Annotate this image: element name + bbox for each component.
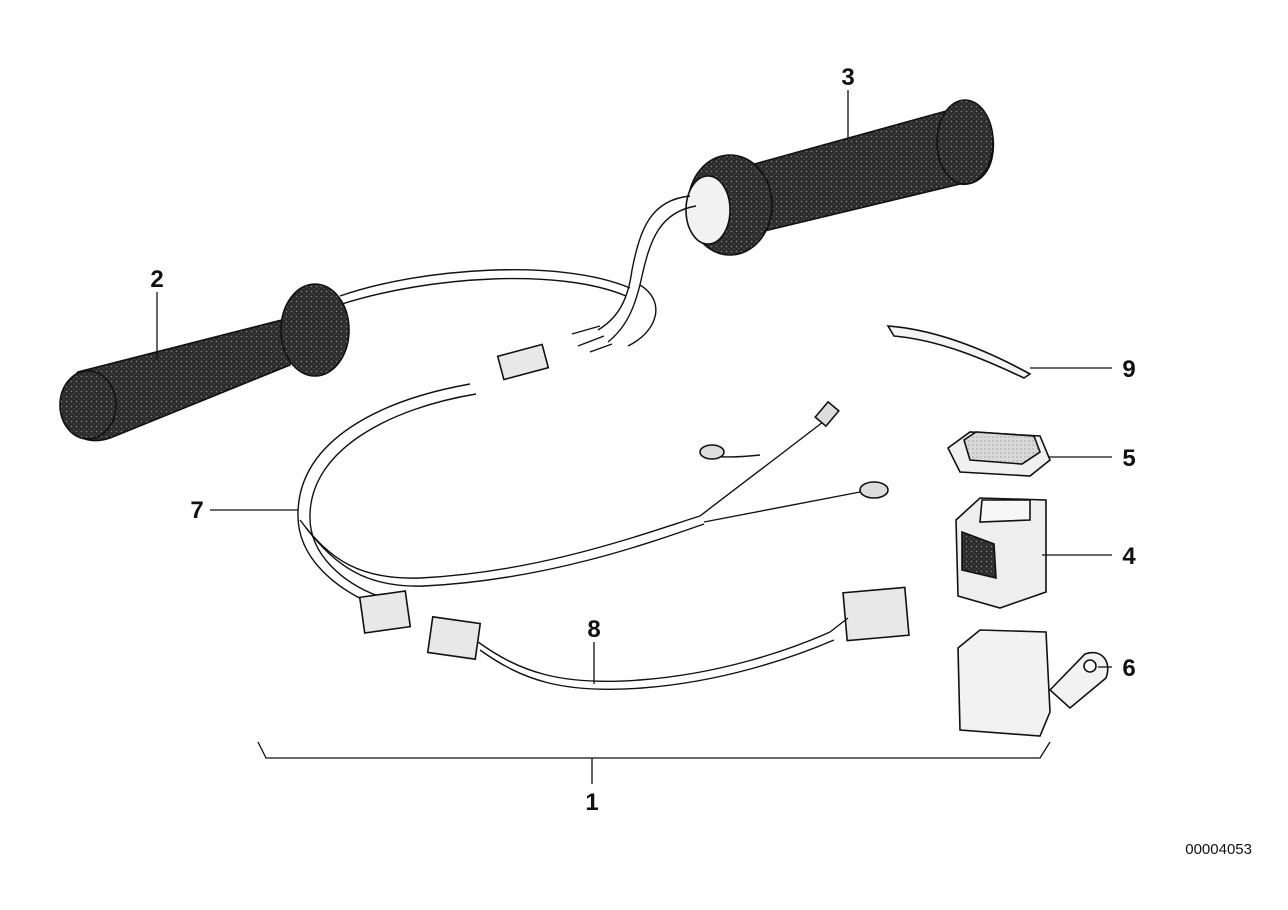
callout-9: 9: [1122, 356, 1135, 383]
clip-strip-part: [886, 325, 1032, 379]
wiring-harness-part: [297, 343, 889, 634]
callout-4: 4: [1122, 543, 1136, 570]
callout-3: 3: [841, 64, 854, 91]
callout-1: 1: [585, 789, 598, 816]
callout-2: 2: [150, 266, 163, 293]
rocker-switch-part: [955, 497, 1047, 609]
callout-7: 7: [190, 497, 203, 524]
callout-5: 5: [1122, 445, 1135, 472]
left-grip-part: [59, 269, 631, 442]
connecting-cable-part: [426, 586, 910, 691]
switch-cap-part: [946, 431, 1051, 477]
right-grip-part: [571, 99, 995, 353]
switch-bracket-part: [957, 629, 1109, 737]
callout-8: 8: [587, 616, 600, 643]
diagram-code: 00004053: [1185, 841, 1252, 858]
callout-6: 6: [1122, 655, 1135, 682]
leader-lines: [156, 90, 1112, 784]
